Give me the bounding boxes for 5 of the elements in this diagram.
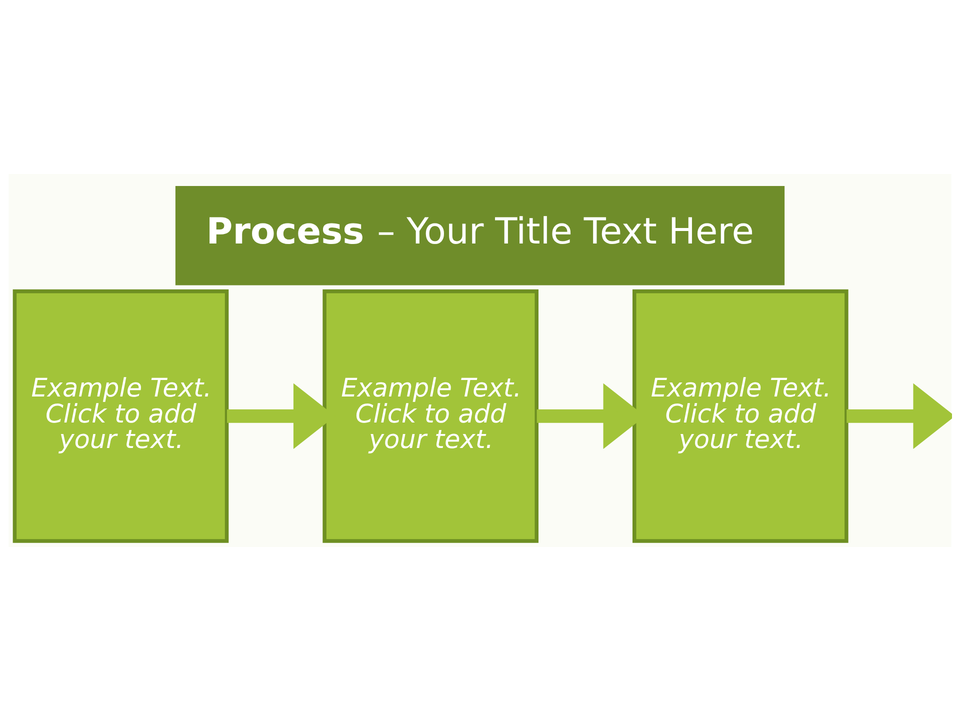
diagram-title: Process – Your Title Text Here [206,210,754,252]
node-box: Example Text. Click to add your text. [12,288,229,542]
node-box: Example Text. Click to add your text. [632,288,848,542]
node-box: Example Text. Click to add your text. [322,288,538,542]
arrow [846,382,952,449]
